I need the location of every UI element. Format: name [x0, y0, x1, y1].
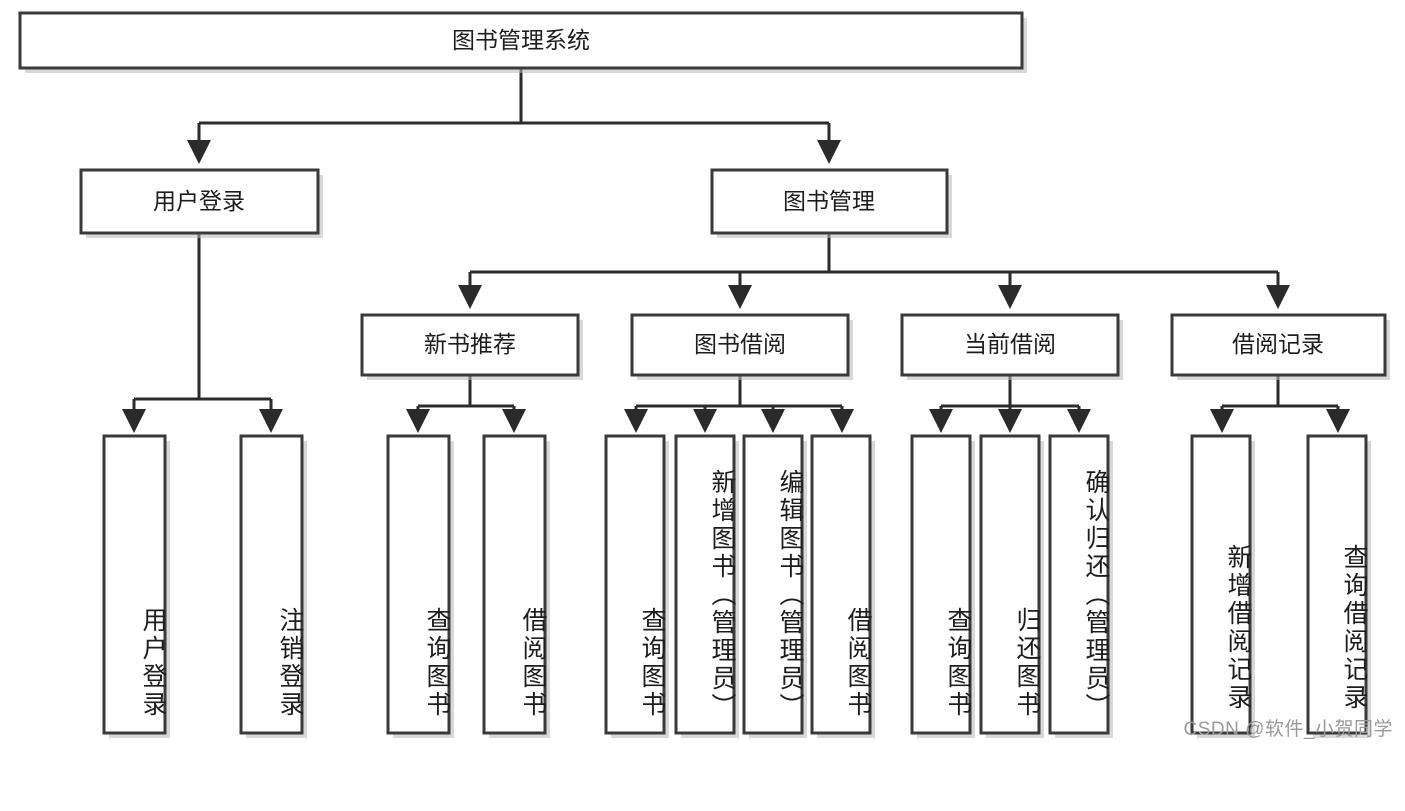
leaf-box[interactable]	[482, 434, 547, 735]
node-user-login-label: 用户登录	[153, 188, 245, 214]
node-new-book-recommend-label: 新书推荐	[424, 331, 516, 357]
node-current-borrow[interactable]: 当前借阅	[900, 313, 1123, 380]
watermark: CSDN @软件_小贺同学	[1183, 719, 1393, 740]
node-root[interactable]: 图书管理系统	[18, 11, 1027, 73]
functional-structure-diagram: 图书管理系统 用户登录 图书管理 新书推荐 图书借阅 当前借阅 借阅记录	[18, 11, 1390, 738]
leaf-box[interactable]	[1190, 434, 1252, 735]
edges-group	[122, 68, 1350, 433]
leaf-box[interactable]	[239, 434, 304, 735]
leaf-box[interactable]	[979, 434, 1041, 735]
node-borrow-record[interactable]: 借阅记录	[1170, 313, 1390, 380]
leaf-box[interactable]	[810, 434, 872, 735]
node-book-borrow[interactable]: 图书借阅	[630, 313, 853, 380]
node-book-manage-label: 图书管理	[783, 188, 875, 214]
node-new-book-recommend-box	[360, 313, 580, 377]
leaf-box[interactable]	[1048, 434, 1110, 735]
node-book-borrow-label: 图书借阅	[694, 331, 786, 357]
node-book-borrow-box	[630, 313, 850, 377]
node-current-borrow-label: 当前借阅	[964, 331, 1056, 357]
node-borrow-record-box	[1170, 313, 1387, 377]
node-current-borrow-box	[900, 313, 1120, 377]
node-user-login[interactable]: 用户登录	[79, 168, 323, 238]
leaf-box[interactable]	[674, 434, 736, 735]
node-book-manage[interactable]: 图书管理	[710, 168, 952, 238]
leaf-box[interactable]	[742, 434, 804, 735]
node-book-manage-box	[710, 168, 949, 235]
leaf-box[interactable]	[102, 434, 167, 735]
leaf-box[interactable]	[910, 434, 972, 735]
leaf-box[interactable]	[1306, 434, 1368, 735]
leaf-box[interactable]	[604, 434, 666, 735]
node-root-label: 图书管理系统	[452, 27, 590, 53]
node-new-book-recommend[interactable]: 新书推荐	[360, 313, 583, 380]
leaf-boxes-group	[102, 434, 1371, 738]
node-borrow-record-label: 借阅记录	[1232, 331, 1324, 357]
leaf-box[interactable]	[386, 434, 451, 735]
node-root-box	[18, 11, 1024, 70]
node-user-login-box	[79, 168, 320, 235]
